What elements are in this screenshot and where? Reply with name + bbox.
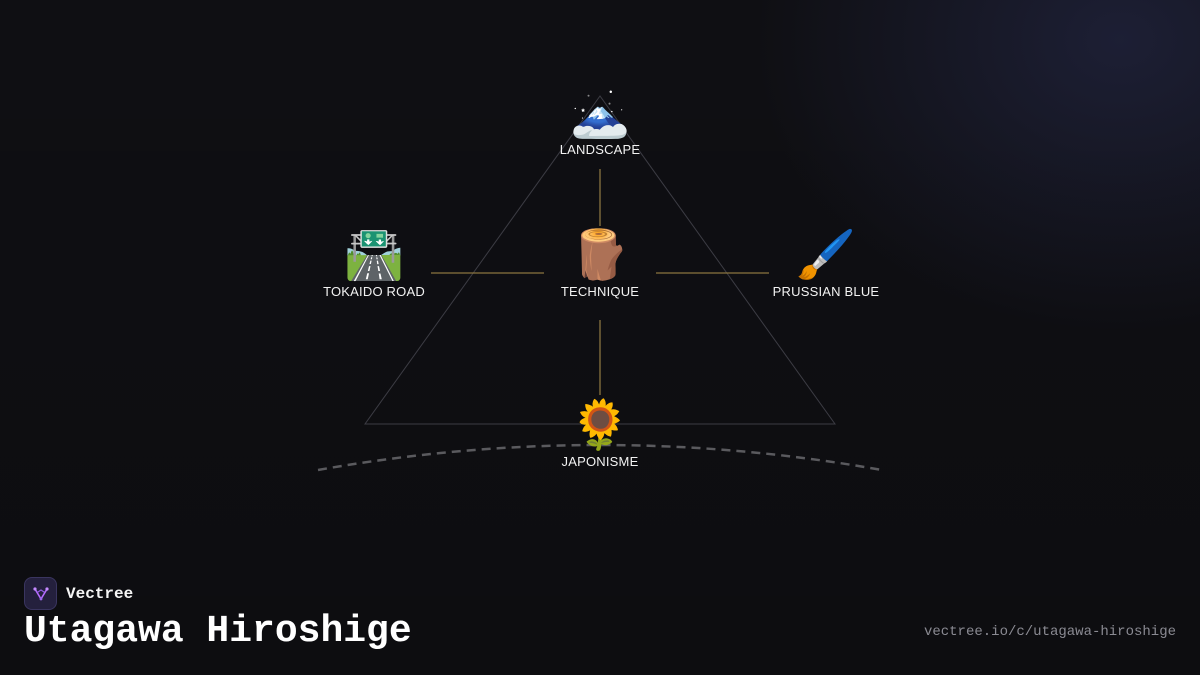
node-tokaido-road[interactable]: 🛣️ TOKAIDO ROAD bbox=[274, 228, 474, 299]
paintbrush-icon: 🖌️ bbox=[796, 229, 856, 282]
node-japonisme[interactable]: 🌻 JAPONISME bbox=[500, 398, 700, 469]
page-url[interactable]: vectree.io/c/utagawa-hiroshige bbox=[923, 624, 1176, 640]
triangle-outline bbox=[364, 95, 836, 425]
page-title: Utagawa Hiroshige bbox=[24, 610, 412, 653]
brand-name: Vectree bbox=[66, 584, 134, 603]
node-label: LANDSCAPE bbox=[559, 142, 641, 157]
mountain-icon: 🗻 bbox=[570, 87, 630, 140]
brand[interactable]: Vectree bbox=[24, 577, 133, 610]
motorway-icon: 🛣️ bbox=[344, 229, 404, 282]
node-landscape[interactable]: 🗻 LANDSCAPE bbox=[500, 86, 700, 157]
node-label: JAPONISME bbox=[561, 454, 639, 469]
node-technique[interactable]: 🪵 TECHNIQUE bbox=[500, 228, 700, 299]
node-label: TECHNIQUE bbox=[560, 284, 640, 299]
node-label: TOKAIDO ROAD bbox=[323, 284, 425, 299]
dashed-arc bbox=[317, 443, 883, 472]
sunflower-icon: 🌻 bbox=[570, 399, 630, 452]
wood-log-icon: 🪵 bbox=[570, 229, 630, 282]
node-label: PRUSSIAN BLUE bbox=[772, 284, 880, 299]
branching-tree-icon bbox=[24, 577, 57, 610]
node-prussian-blue[interactable]: 🖌️ PRUSSIAN BLUE bbox=[726, 228, 926, 299]
